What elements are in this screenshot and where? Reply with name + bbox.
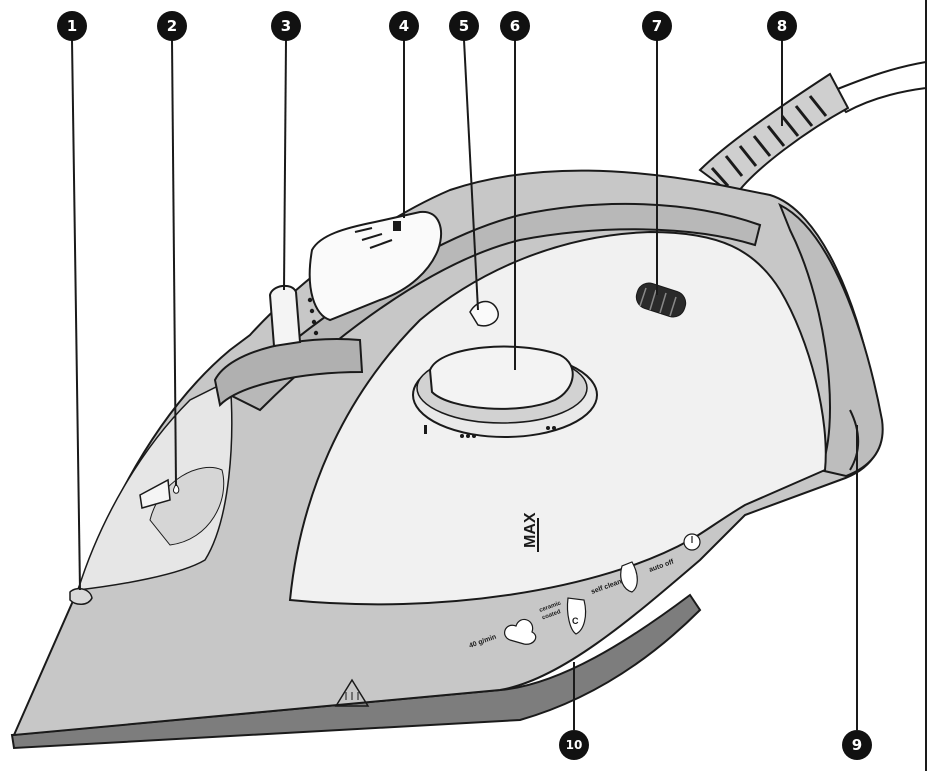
callout-2: 2 (157, 11, 187, 41)
svg-text:7: 7 (652, 17, 662, 35)
callout-8: 8 (767, 11, 797, 41)
svg-text:9: 9 (852, 736, 862, 754)
svg-text:1: 1 (67, 17, 77, 35)
svg-text:5: 5 (459, 17, 469, 35)
svg-text:4: 4 (399, 17, 409, 35)
temperature-dial (430, 347, 573, 409)
svg-text:10: 10 (566, 738, 583, 752)
callout-9: 9 (842, 730, 872, 760)
callout-7: 7 (642, 11, 672, 41)
steam-selector-slider (270, 286, 300, 346)
max-level-marking: MAX (522, 512, 539, 548)
svg-text:8: 8 (777, 17, 787, 35)
svg-text:3: 3 (281, 17, 291, 35)
callout-5: 5 (449, 11, 479, 41)
callout-10: 10 (559, 730, 589, 760)
callout-1: 1 (57, 11, 87, 41)
callout-6: 6 (500, 11, 530, 41)
svg-text:2: 2 (167, 17, 177, 35)
spray-nozzle (70, 589, 92, 605)
svg-text:6: 6 (510, 17, 520, 35)
callout-4: 4 (389, 11, 419, 41)
callout-3: 3 (271, 11, 301, 41)
ceramic-letter: C (572, 616, 579, 626)
